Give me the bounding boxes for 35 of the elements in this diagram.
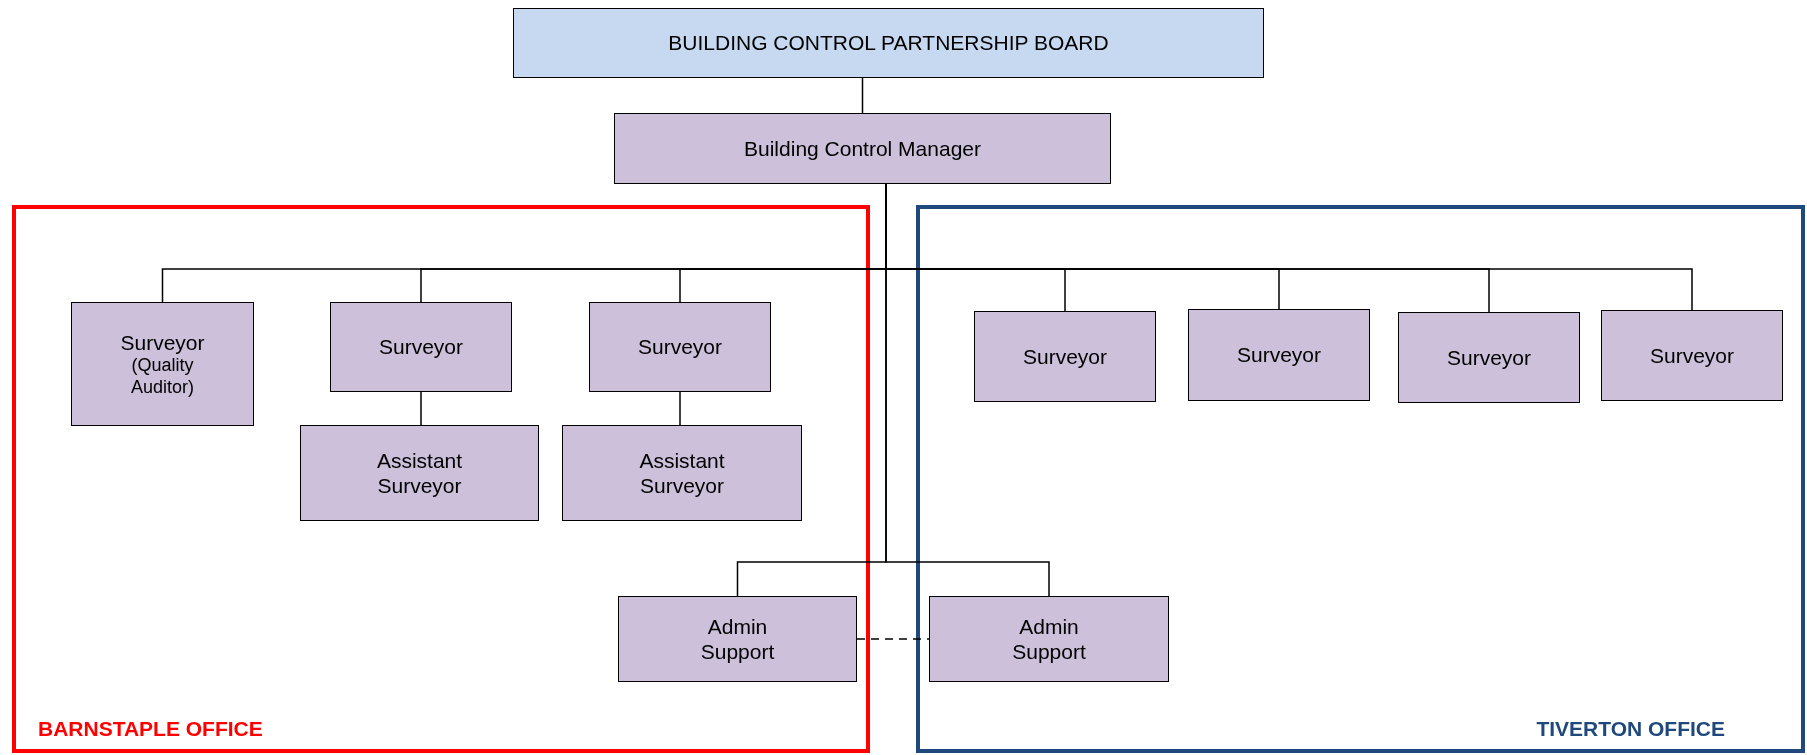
role-box [1188, 309, 1370, 401]
office-region [916, 205, 1805, 753]
role-label: Surveyor [1237, 342, 1321, 368]
role-box [300, 425, 539, 521]
role-box [330, 302, 512, 392]
role-box [1601, 310, 1783, 401]
role-label: Building Control Manager [744, 135, 981, 162]
board-box [513, 8, 1264, 78]
role-label: Assistant Surveyor [375, 447, 464, 499]
role-label: Admin Support [699, 613, 776, 665]
role-label: (Quality Auditor) [130, 355, 195, 399]
role-label: Surveyor [1447, 344, 1531, 371]
dashed-connector [856, 638, 930, 640]
role-box [1398, 312, 1580, 403]
role-box [71, 302, 254, 426]
connector-line [679, 391, 681, 426]
office-label: BARNSTAPLE OFFICE [38, 717, 263, 741]
role-box [929, 596, 1169, 682]
role-label: Surveyor [1650, 342, 1734, 369]
role-label: Surveyor [379, 334, 463, 360]
role-label: Assistant Surveyor [638, 447, 726, 499]
role-box [614, 113, 1111, 184]
role-label: Surveyor [638, 334, 722, 360]
role-box [589, 302, 771, 392]
role-box [974, 311, 1156, 402]
role-label: Admin Support [1011, 613, 1087, 665]
connector-line [420, 391, 422, 426]
role-box [618, 596, 857, 682]
role-label: Surveyor [120, 329, 205, 355]
role-label: Surveyor [1023, 343, 1107, 370]
role-box [562, 425, 802, 521]
office-label: TIVERTON OFFICE [1536, 717, 1725, 741]
connector-line [861, 77, 864, 114]
role-label: BUILDING CONTROL PARTNERSHIP BOARD [668, 30, 1109, 56]
office-region [12, 205, 870, 753]
